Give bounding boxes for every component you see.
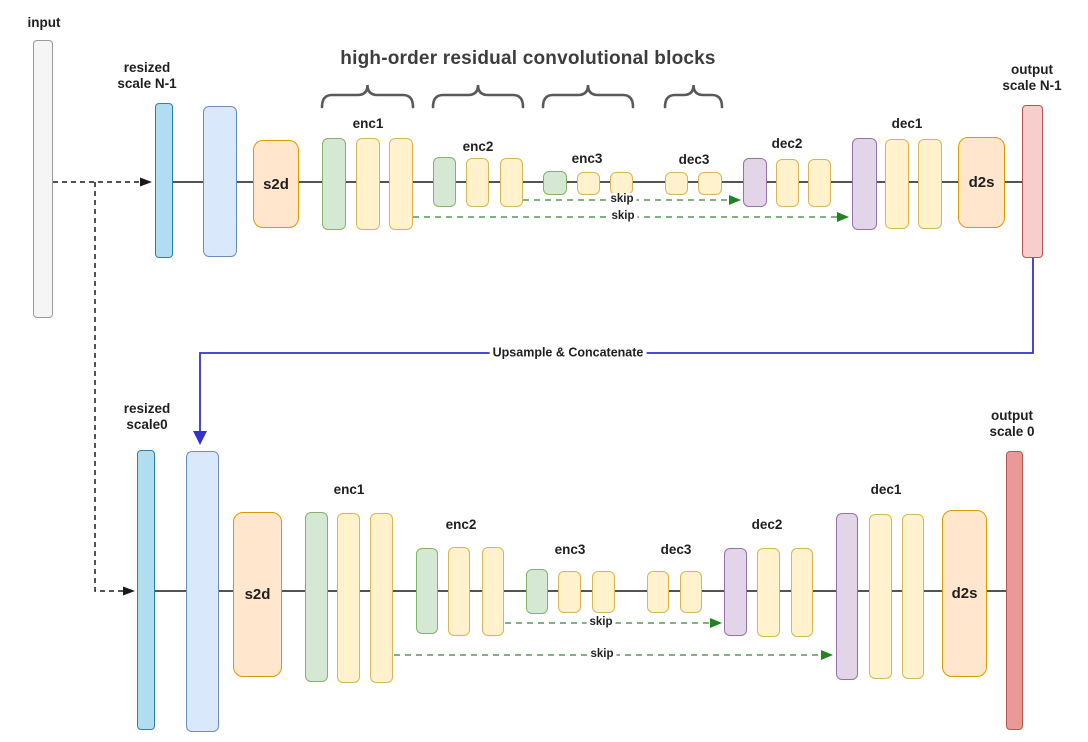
bottom-resized-label: resized scale0 [124,401,171,433]
top-dec3-label: dec3 [678,152,710,167]
top-d2s-block: d2s [958,137,1005,228]
top-dec3-conv-2 [698,172,722,195]
bottom-output-label-line1: output [991,408,1033,423]
top-enc1-conv-1 [322,138,346,230]
top-concat-tensor [203,106,237,257]
top-dec1-concat [852,138,877,230]
bottom-enc1-label: enc1 [333,482,365,497]
top-enc2-conv-1 [433,157,456,207]
top-enc3-conv-2 [577,172,600,195]
bottom-output-label: output scale 0 [989,408,1034,440]
bottom-enc3-conv-2 [558,571,581,613]
bottom-dec2-concat [724,548,747,636]
bottom-dec3-label: dec3 [660,542,692,557]
bottom-dec2-conv-2 [791,548,813,637]
top-dec1-conv-2 [918,139,942,229]
bottom-resized-tensor [137,450,155,730]
bottom-concat-tensor [186,451,219,732]
top-d2s-label: d2s [968,174,995,191]
bottom-skip-enc2-label: skip [586,616,616,630]
bottom-dec2-conv-1 [757,548,780,637]
top-skip-enc2-label: skip [607,193,637,207]
brace-enc1-icon [320,84,415,109]
top-enc1-conv-2 [356,138,380,230]
diagram-title: high-order residual convolutional blocks [340,48,716,69]
bottom-output-tensor [1006,451,1023,730]
bottom-enc2-conv-3 [482,547,504,636]
bottom-skip-enc1-label: skip [587,648,617,662]
top-output-label-line1: output [1011,62,1053,77]
bottom-dec3-conv-1 [647,571,669,613]
top-enc2-label: enc2 [462,139,494,154]
bottom-skip-enc2-arrowhead-icon [710,618,722,628]
upsample-arrowhead-icon [193,431,207,445]
bottom-skip-enc1-arrowhead-icon [821,650,833,660]
bottom-enc2-label: enc2 [445,517,477,532]
bottom-output-label-line2: scale 0 [989,423,1035,439]
top-dec3-conv-1 [665,172,688,195]
bottom-enc2-conv-1 [416,548,438,634]
top-dec2-conv-2 [808,159,831,207]
top-dec2-conv-1 [776,159,799,207]
top-s2d-block: s2d [253,140,299,228]
top-enc1-conv-3 [389,138,413,230]
bottom-enc1-conv-3 [370,513,393,683]
bottom-resized-label-line2: scale0 [126,416,168,432]
top-output-label: output scale N-1 [1002,62,1061,94]
top-enc3-conv-1 [543,171,567,195]
top-dec2-concat [743,158,767,207]
top-dec2-label: dec2 [771,136,803,151]
bottom-resized-label-line1: resized [123,401,171,416]
brace-enc3-icon [541,84,635,109]
brace-dec3-icon [663,84,724,109]
bottom-d2s-label: d2s [951,585,978,602]
bottom-dec1-label: dec1 [870,482,902,497]
brace-enc2-icon [431,84,525,109]
bottom-enc2-conv-2 [448,547,470,636]
top-enc2-conv-2 [466,158,489,207]
bottom-dec2-label: dec2 [751,517,783,532]
input-tensor [33,40,53,318]
input-to-bottom-arrowhead-icon [123,586,135,596]
bottom-enc3-conv-1 [526,569,548,614]
top-resized-label: resized scale N-1 [117,60,176,92]
bottom-enc1-conv-2 [337,513,360,683]
input-to-top-arrowhead-icon [140,177,152,187]
top-skip-enc1-label: skip [608,210,638,224]
bottom-enc3-label: enc3 [554,542,586,557]
bottom-dec1-concat [836,513,858,680]
bottom-dec1-conv-1 [869,514,892,679]
bottom-enc3-conv-3 [592,571,615,613]
input-to-bottom-dashed-line [94,182,123,592]
bottom-dec3-conv-2 [680,571,702,613]
bottom-s2d-label: s2d [244,586,271,603]
top-enc3-conv-3 [610,172,633,195]
top-resized-label-line1: resized [123,60,171,75]
bottom-s2d-block: s2d [233,512,282,677]
top-enc2-conv-3 [500,158,523,207]
top-resized-label-line2: scale N-1 [117,75,177,91]
top-output-tensor [1022,105,1043,258]
top-enc3-label: enc3 [571,151,603,166]
top-skip-enc1-arrowhead-icon [837,212,849,222]
top-dec1-label: dec1 [891,116,923,131]
upsample-concatenate-label: Upsample & Concatenate [489,345,647,361]
upsample-concatenate-line [199,258,1034,431]
bottom-d2s-block: d2s [942,510,987,677]
top-resized-tensor [155,103,173,258]
bottom-enc1-conv-1 [305,512,328,682]
top-skip-enc2-arrowhead-icon [729,195,741,205]
input-label: input [27,15,61,30]
top-enc1-label: enc1 [352,116,384,131]
bottom-dec1-conv-2 [902,514,924,679]
top-output-label-line2: scale N-1 [1002,77,1062,93]
top-s2d-label: s2d [263,175,289,193]
top-dec1-conv-1 [885,139,909,229]
